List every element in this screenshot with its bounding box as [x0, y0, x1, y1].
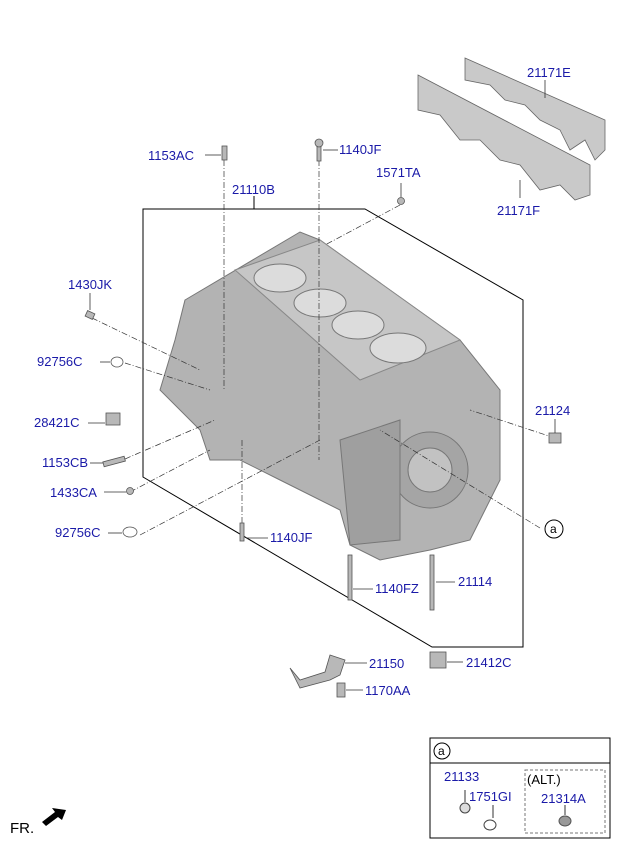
- label-92756C-bottom[interactable]: 92756C: [55, 525, 101, 540]
- pin-1430JK: [84, 310, 96, 320]
- plug-1153AC: [221, 145, 228, 161]
- pin-1153CB: [102, 455, 126, 468]
- dowel-21124: [548, 432, 562, 444]
- sensor-28421C: [105, 412, 121, 426]
- label-21412C[interactable]: 21412C: [466, 655, 512, 670]
- bolt-1140JF-bottom: [239, 522, 245, 542]
- label-21133[interactable]: 21133: [444, 769, 480, 784]
- label-1170AA[interactable]: 1170AA: [365, 683, 411, 698]
- plug-21133: [459, 802, 471, 814]
- detail-box-ref: a: [438, 744, 445, 758]
- front-arrow-icon: [42, 808, 66, 826]
- label-1153CB[interactable]: 1153CB: [42, 455, 89, 470]
- plug-1433CA: [126, 487, 134, 495]
- cylinder-block-21110B: [159, 231, 501, 561]
- label-21171E[interactable]: 21171E: [527, 65, 571, 80]
- label-1751GI[interactable]: 1751GI: [469, 789, 512, 804]
- oring-92756C-bottom: [122, 526, 138, 538]
- label-21114[interactable]: 21114: [458, 574, 493, 589]
- bearing-cap-21171E: [464, 57, 606, 161]
- label-1140JF-top[interactable]: 1140JF: [339, 142, 382, 157]
- bearing-cap-21171F: [417, 74, 591, 201]
- detail-box: [429, 737, 611, 839]
- plug-21314A: [558, 815, 572, 827]
- label-21171F[interactable]: 21171F: [497, 203, 541, 218]
- callout-a-circle: [544, 519, 564, 539]
- label-92756C-top[interactable]: 92756C: [37, 354, 83, 369]
- assembly-frame: [142, 208, 524, 648]
- label-21110B[interactable]: 21110B: [232, 182, 275, 197]
- alt-label: (ALT.): [527, 772, 561, 787]
- label-1430JK[interactable]: 1430JK: [68, 277, 113, 292]
- label-21150[interactable]: 21150: [369, 656, 405, 671]
- callout-a: a: [550, 522, 557, 536]
- dowel-21412C: [429, 651, 447, 669]
- label-1140FZ[interactable]: 1140FZ: [375, 581, 419, 596]
- label-1153AC[interactable]: 1153AC: [148, 148, 195, 163]
- front-indicator: FR.: [10, 820, 35, 837]
- label-1433CA[interactable]: 1433CA: [50, 485, 97, 500]
- label-1140JF-bottom[interactable]: 1140JF: [270, 530, 313, 545]
- oring-1751GI: [483, 819, 497, 831]
- oil-jet-21150: [289, 654, 346, 689]
- label-21124[interactable]: 21124: [535, 403, 571, 418]
- bolt-21114: [429, 554, 435, 611]
- label-21314A[interactable]: 21314A: [541, 791, 586, 806]
- oring-92756C-top: [110, 356, 124, 368]
- bolt-1170AA: [336, 682, 346, 698]
- label-1571TA[interactable]: 1571TA: [376, 165, 421, 180]
- plug-1571TA: [397, 197, 405, 205]
- label-28421C[interactable]: 28421C: [34, 415, 80, 430]
- bolt-1140FZ: [347, 554, 353, 601]
